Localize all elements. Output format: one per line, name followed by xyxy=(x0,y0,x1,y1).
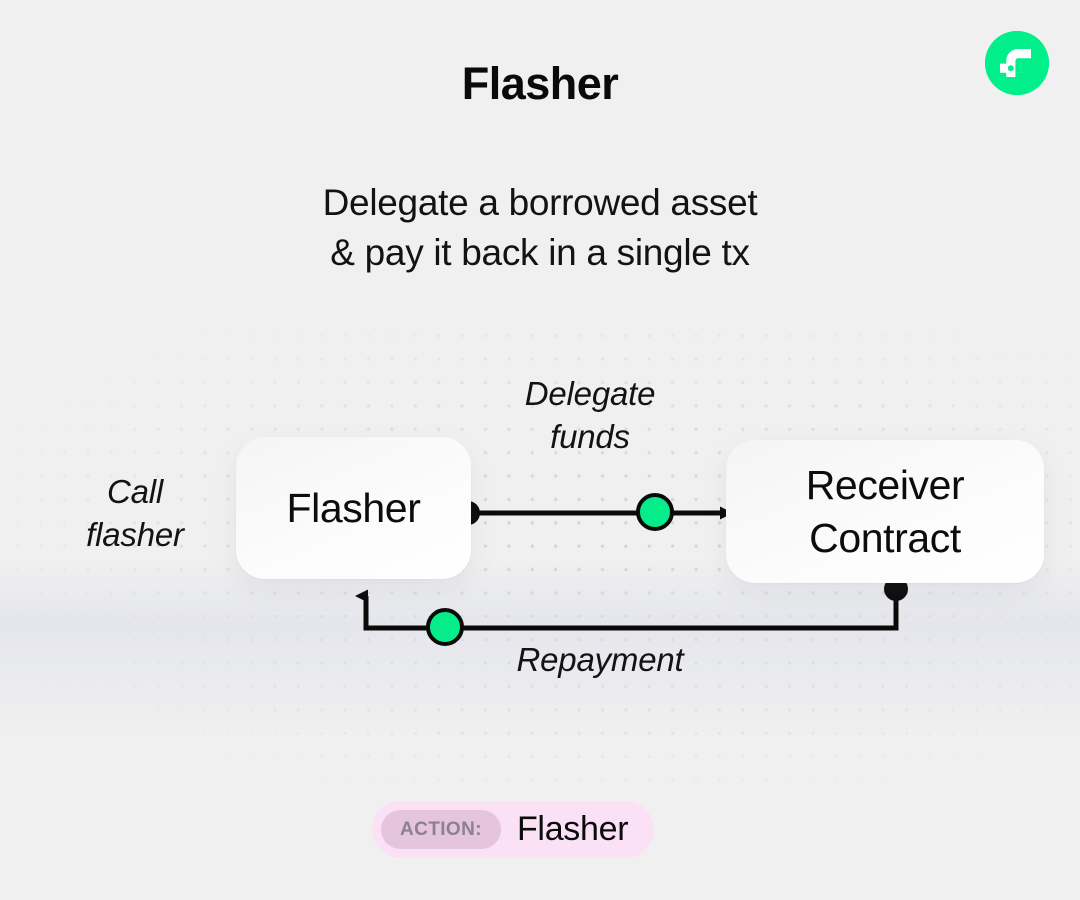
action-badge-key: ACTION: xyxy=(381,810,501,849)
flow-logo-icon xyxy=(985,31,1049,95)
label-call-flasher-line-1: Call xyxy=(106,473,164,510)
label-delegate-funds: Delegate funds xyxy=(470,372,710,458)
node-receiver-contract[interactable]: Receiver Contract xyxy=(726,440,1044,583)
label-delegate-funds-line-1: Delegate xyxy=(524,375,656,412)
node-receiver-line-2: Contract xyxy=(809,514,961,561)
node-flasher[interactable]: Flasher xyxy=(236,437,471,579)
label-call-flasher: Call flasher xyxy=(35,470,235,556)
label-repayment: Repayment xyxy=(516,641,684,678)
page-title: Flasher xyxy=(461,58,619,109)
action-badge-value: Flasher xyxy=(516,810,629,848)
node-receiver-contract-label: Receiver Contract xyxy=(806,459,965,565)
page-subtitle: Delegate a borrowed asset & pay it back … xyxy=(0,178,1080,278)
node-flasher-label: Flasher xyxy=(286,484,421,531)
subtitle-line-2: & pay it back in a single tx xyxy=(330,232,750,273)
label-call-flasher-line-2: flasher xyxy=(86,516,184,553)
action-badge: ACTION: Flasher xyxy=(372,801,655,858)
node-receiver-line-1: Receiver xyxy=(805,461,965,508)
subtitle-line-1: Delegate a borrowed asset xyxy=(322,182,758,223)
label-delegate-funds-line-2: funds xyxy=(550,418,630,455)
